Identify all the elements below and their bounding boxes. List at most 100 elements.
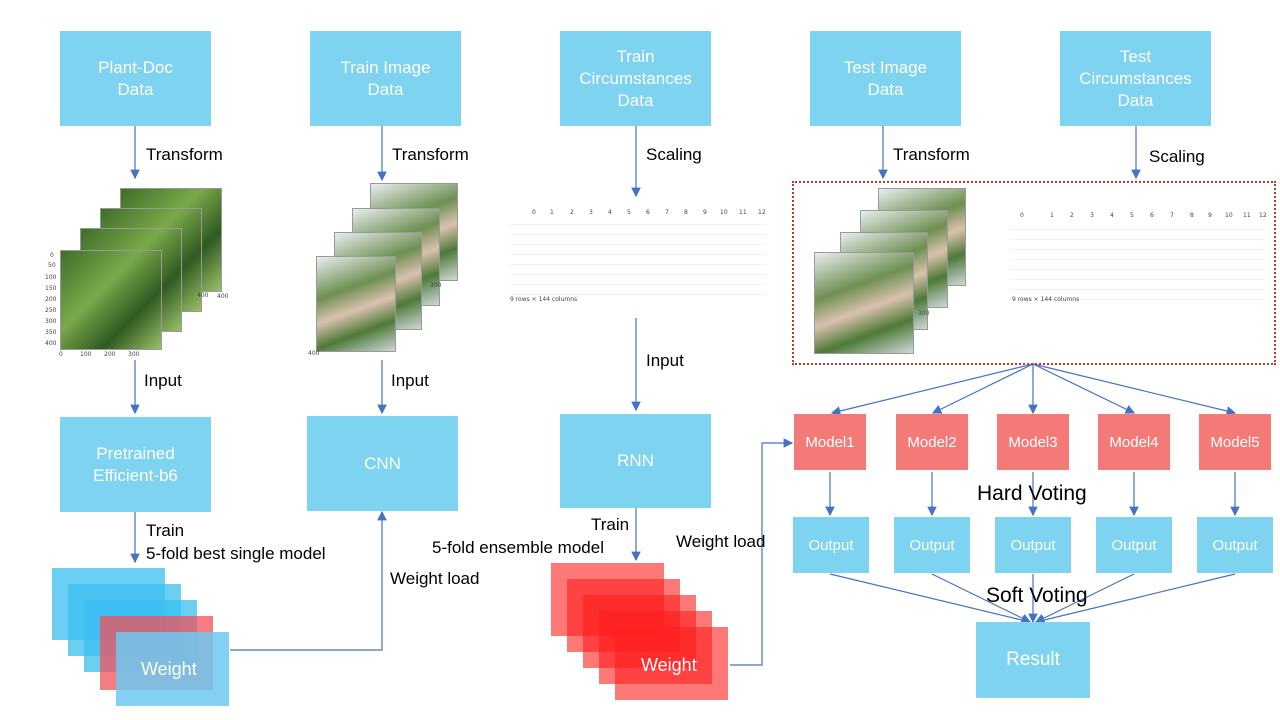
model-1-box: Model1 — [794, 414, 866, 470]
train-image-data-box: Train Image Data — [310, 31, 461, 126]
y-tick: 250 — [45, 307, 57, 314]
pretrained-efficient-b6-box: Pretrained Efficient-b6 — [60, 417, 211, 512]
table-col-header: 11 — [739, 209, 747, 216]
x-tick: 400 — [197, 292, 209, 299]
table-col-header: 12 — [1259, 212, 1267, 219]
table-col-header: 0 — [1020, 212, 1024, 219]
table-col-header: 3 — [589, 209, 593, 216]
input-label-3: Input — [646, 351, 684, 370]
model-4-box: Model4 — [1098, 414, 1170, 470]
y-tick: 350 — [45, 329, 57, 336]
arrow-output1-result — [829, 573, 1032, 625]
arrow-fan-model4 — [1032, 363, 1136, 414]
data-table-preview — [1010, 220, 1264, 300]
output-1-box: Output — [793, 517, 869, 573]
output-4-box: Output — [1096, 517, 1172, 573]
table-col-header: 7 — [665, 209, 669, 216]
y-tick: 100 — [45, 274, 57, 281]
scaling-label-2: Scaling — [1149, 147, 1205, 166]
plant-doc-data-box: Plant-Doc Data — [60, 31, 211, 126]
test-image-data-box: Test Image Data — [810, 31, 961, 126]
transform-label-1: Transform — [146, 145, 223, 164]
weight-load-label-1: Weight load — [390, 569, 480, 588]
rnn-box: RNN — [560, 414, 711, 508]
model-2-box: Model2 — [896, 414, 968, 470]
model-5-box: Model5 — [1199, 414, 1271, 470]
weight-label-2: Weight — [641, 655, 697, 675]
transform-label-3: Transform — [893, 145, 970, 164]
table-col-header: 0 — [532, 209, 536, 216]
test-circumstances-data-box: Test Circumstances Data — [1060, 31, 1211, 126]
ensemble-model-label: 5-fold ensemble model — [432, 538, 604, 557]
table-col-header: 8 — [684, 209, 688, 216]
input-label-1: Input — [144, 371, 182, 390]
plant-photo-layer — [316, 256, 396, 352]
x-tick: 300 — [918, 310, 930, 317]
weight-layer — [615, 627, 728, 700]
plant-photo-layer — [814, 252, 914, 354]
table-col-header: 2 — [1070, 212, 1074, 219]
y-tick: 150 — [45, 285, 57, 292]
table-col-header: 12 — [758, 209, 766, 216]
table-col-header: 1 — [550, 209, 554, 216]
model-3-box: Model3 — [997, 414, 1069, 470]
y-tick: 400 — [308, 350, 320, 357]
x-tick: 300 — [128, 351, 140, 358]
arrow-output2-result — [931, 573, 1032, 623]
table-col-header: 6 — [1150, 212, 1154, 219]
input-label-2: Input — [391, 371, 429, 390]
table-col-header: 1 — [1050, 212, 1054, 219]
x-tick: 0 — [59, 351, 63, 358]
x-tick: 400 — [217, 293, 229, 300]
x-tick: 300 — [430, 282, 442, 289]
soft-voting-label: Soft Voting — [986, 584, 1088, 607]
x-tick: 100 — [80, 351, 92, 358]
table-col-header: 2 — [570, 209, 574, 216]
table-col-header: 4 — [608, 209, 612, 216]
hard-voting-label: Hard Voting — [977, 482, 1087, 505]
best-single-model-label: 5-fold best single model — [146, 544, 326, 563]
result-box: Result — [976, 622, 1090, 698]
arrow-fan-model2 — [931, 363, 1034, 414]
output-5-box: Output — [1197, 517, 1273, 573]
test-data-container — [792, 181, 1276, 365]
table-col-header: 10 — [720, 209, 728, 216]
table-col-header: 5 — [627, 209, 631, 216]
data-table-preview — [510, 215, 766, 300]
y-tick: 0 — [50, 252, 54, 259]
arrow-fan-model1 — [830, 363, 1034, 416]
table-col-header: 5 — [1130, 212, 1134, 219]
y-tick: 400 — [45, 340, 57, 347]
train-circumstances-data-box: Train Circumstances Data — [560, 31, 711, 126]
table-col-header: 7 — [1170, 212, 1174, 219]
y-tick: 200 — [45, 296, 57, 303]
arrow-weightload-cnn — [230, 510, 387, 651]
transform-label-2: Transform — [392, 145, 469, 164]
table-col-header: 11 — [1243, 212, 1251, 219]
leaf-image-layer — [60, 250, 162, 350]
weight-label-1: Weight — [141, 659, 197, 679]
table-col-header: 9 — [703, 209, 707, 216]
arrow-output4-result — [1034, 573, 1135, 623]
y-tick: 50 — [48, 262, 56, 269]
table-col-header: 4 — [1110, 212, 1114, 219]
table-col-header: 10 — [1225, 212, 1233, 219]
cnn-box: CNN — [307, 416, 458, 511]
table-col-header: 3 — [1090, 212, 1094, 219]
y-tick: 300 — [45, 318, 57, 325]
table-footer: 9 rows × 144 columns — [1012, 296, 1080, 303]
arrow-output5-result — [1034, 573, 1236, 625]
train-label-2: Train — [591, 515, 630, 534]
table-col-header: 8 — [1190, 212, 1194, 219]
table-footer: 9 rows × 144 columns — [510, 296, 578, 303]
x-tick: 200 — [104, 351, 116, 358]
output-3-box: Output — [995, 517, 1071, 573]
weight-load-label-2: Weight load — [676, 532, 766, 551]
table-col-header: 6 — [646, 209, 650, 216]
train-label-1: Train — [146, 521, 185, 540]
output-2-box: Output — [894, 517, 970, 573]
scaling-label-1: Scaling — [646, 145, 702, 164]
arrow-fan-model5 — [1032, 363, 1237, 416]
arrow-weightload-model1 — [730, 438, 794, 666]
